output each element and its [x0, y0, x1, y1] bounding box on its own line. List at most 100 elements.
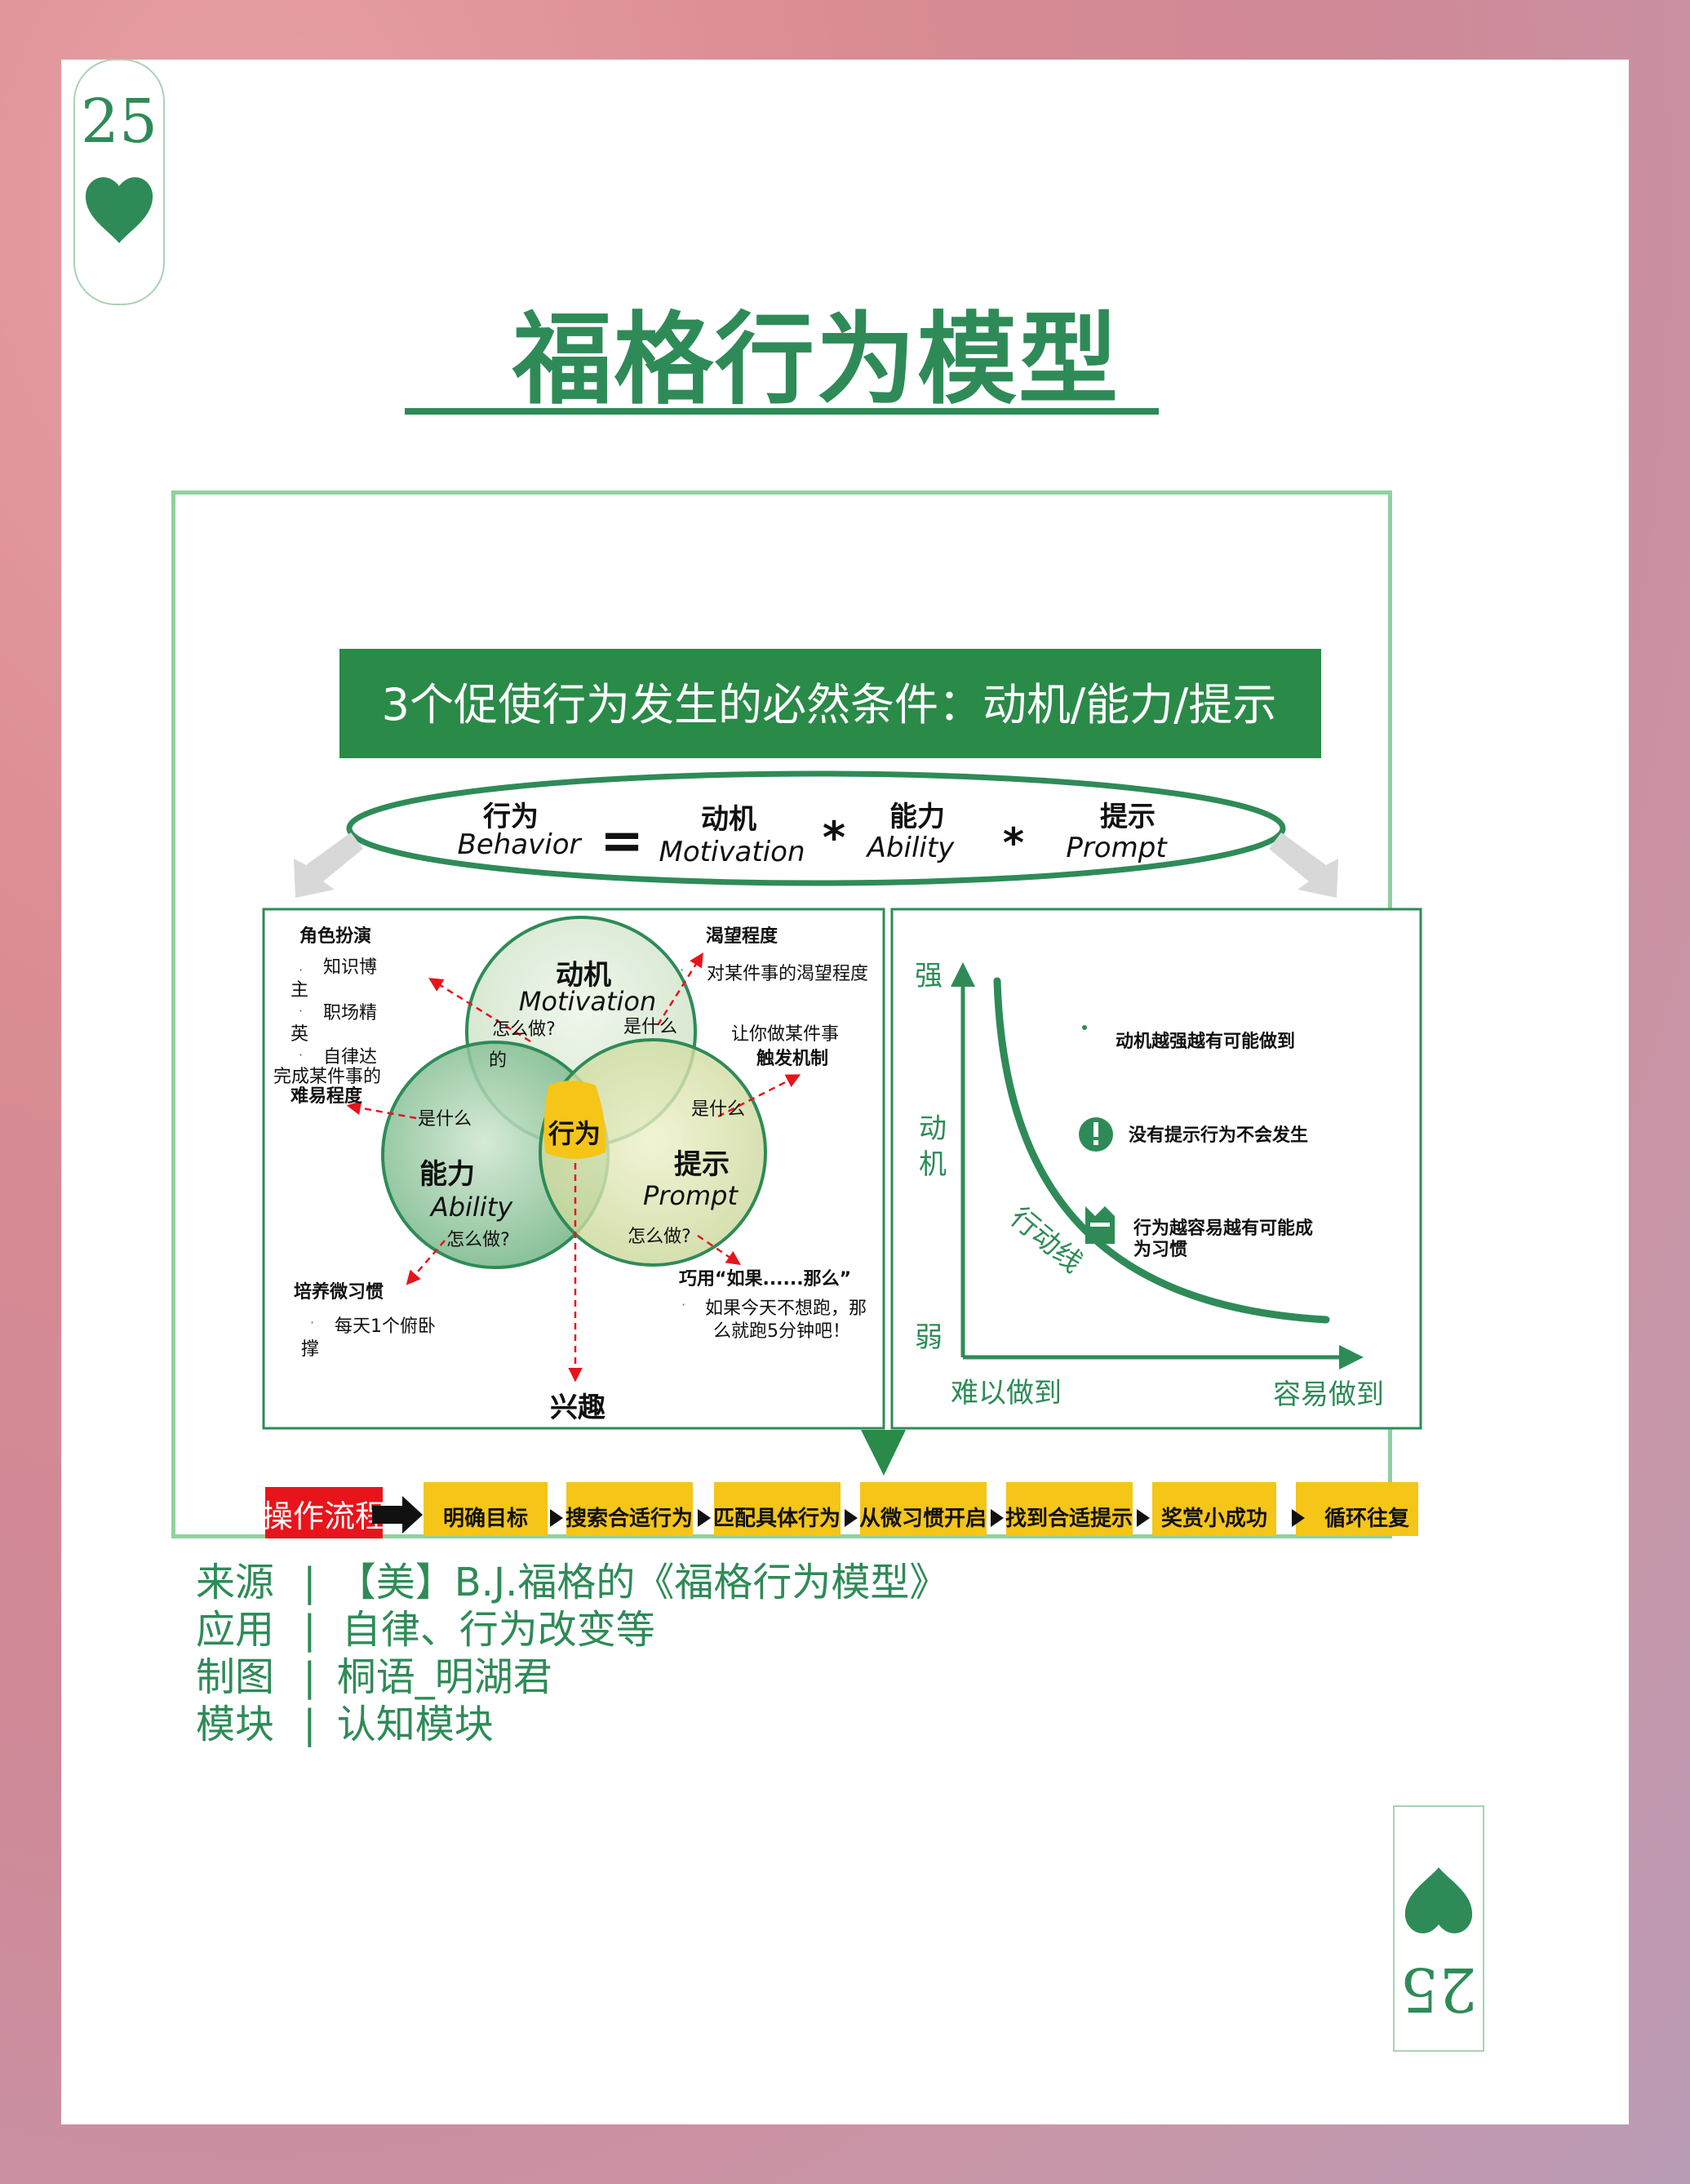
venn-ability-cn: 能力	[419, 1158, 475, 1191]
banner-text: 3个促使行为发生的必然条件：动机/能力/提示	[382, 679, 1277, 730]
exclamation-mark	[1093, 1122, 1098, 1137]
process-step-5: 找到合适提示	[1005, 1506, 1133, 1531]
venn-prompt-cn: 提示	[674, 1148, 730, 1181]
formula-times-1: *	[823, 812, 845, 863]
footer-apply-row: 应用 | 自律、行为改变等	[196, 1606, 948, 1654]
footer-apply-val: 自律、行为改变等	[341, 1607, 655, 1653]
note-ifthen-bullet: ·	[681, 1297, 685, 1312]
process-step-4-box	[860, 1482, 987, 1536]
formula-prompt-en: Prompt	[1066, 832, 1168, 864]
footer-source-val: 【美】B.J.福格的《福格行为模型》	[336, 1560, 949, 1605]
arrow-desire	[656, 952, 703, 1026]
heart-icon-bottom	[1404, 1862, 1474, 1941]
note-role-bullet-1: ·	[299, 962, 303, 978]
footer-maker-val: 桐语_明湖君	[336, 1654, 552, 1700]
process-step-6-box	[1152, 1482, 1276, 1536]
arrow-role	[428, 978, 531, 1043]
behavior-center	[543, 1081, 606, 1159]
process-start-arrow-icon	[372, 1496, 423, 1534]
footer-source-key: 来源	[196, 1560, 275, 1605]
venn-what-1: 是什么	[623, 1017, 677, 1037]
footer-sep: |	[303, 1702, 317, 1747]
note-difficulty-2: 难易程度	[290, 1085, 363, 1107]
note-habit-line-1: 每天1个俯卧	[335, 1316, 436, 1337]
down-arrow-icon	[861, 1430, 906, 1476]
process-steps: 明确目标 搜索合适行为 匹配具体行为 从微习惯开启 找到合适提示 奖赏小成功 循…	[424, 1482, 1418, 1536]
footer-module-row: 模块 | 认知模块	[196, 1701, 948, 1748]
note-desire-item: 对某件事的渴望程度	[707, 964, 868, 984]
note-role-item-1: 知识博	[323, 957, 377, 978]
process-step-3-box	[714, 1482, 841, 1536]
venn-of: 的	[489, 1050, 507, 1071]
corner-badge-top: 25	[73, 59, 165, 305]
note-difficulty-1: 完成某件事的	[273, 1067, 381, 1087]
formula-equals: =	[600, 811, 644, 872]
footer-apply-key: 应用	[196, 1607, 275, 1653]
footer-sep: |	[303, 1607, 317, 1653]
graph-motivation-2: 机	[919, 1148, 947, 1181]
arrow-trigger	[717, 1074, 801, 1118]
note-ifthen-1: 如果今天不想跑，那	[705, 1298, 867, 1319]
footer-module-val: 认知模块	[336, 1702, 494, 1747]
note-ifthen-2: 么就跑5分钟吧！	[713, 1321, 850, 1342]
note-ifthen-title: 巧用“如果......那么”	[679, 1269, 851, 1290]
venn-how-2: 怎么做?	[446, 1230, 510, 1250]
process-step-2: 搜索合适行为	[566, 1506, 693, 1531]
formula-motivation-cn: 动机	[701, 803, 756, 836]
title-underline	[405, 408, 1159, 415]
venn-interest: 兴趣	[550, 1392, 605, 1424]
step-arrow-icon-4	[991, 1509, 1004, 1527]
process-step-5-box	[1006, 1482, 1133, 1536]
footer-sep: |	[303, 1654, 317, 1700]
formula-ability-en: Ability	[866, 832, 956, 864]
note-habit-title: 培养微习惯	[294, 1281, 384, 1303]
process-step-1-box	[424, 1482, 548, 1536]
step-arrow-icon-6	[1292, 1509, 1305, 1527]
note-role-bullet-3: ·	[299, 1047, 303, 1063]
motivation-dot-icon	[1082, 1025, 1087, 1030]
venn-prompt-en: Prompt	[643, 1180, 739, 1211]
formula-motivation-en: Motivation	[659, 836, 805, 868]
venn-motivation-cn: 动机	[556, 959, 611, 992]
process-step-6: 奖赏小成功	[1161, 1506, 1267, 1531]
note-role-item-5: 自律达	[323, 1047, 377, 1068]
footer-maker-row: 制图 | 桐语_明湖君	[196, 1654, 948, 1701]
formula-times-2: *	[1003, 819, 1024, 867]
note-role-item-3: 职场精	[323, 1003, 377, 1023]
venn-what-3: 是什么	[691, 1099, 745, 1120]
step-arrow-icon-1	[550, 1509, 563, 1527]
process-step-4: 从微习惯开启	[859, 1506, 987, 1531]
formula-prompt-cn: 提示	[1100, 801, 1155, 833]
graph-point-3a: 行为越容易越有可能成	[1133, 1218, 1313, 1239]
action-curve	[993, 977, 1330, 1324]
process-step-3: 匹配具体行为	[713, 1506, 841, 1531]
process-step-1: 明确目标	[443, 1506, 528, 1531]
formula-ellipse	[346, 770, 1286, 886]
corner-badge-bottom: 25	[1393, 1805, 1484, 2052]
card-number: 25	[80, 87, 158, 157]
graph-panel	[890, 908, 1422, 1430]
banner-box	[339, 649, 1321, 758]
arrow-habit	[406, 1240, 446, 1285]
graph-weak: 弱	[915, 1321, 943, 1354]
process-label: 操作流程	[262, 1498, 386, 1534]
left-arrow-icon	[294, 832, 363, 898]
page-title: 福格行为模型	[512, 302, 1120, 418]
note-trigger-1: 让你做某件事	[731, 1024, 839, 1045]
footer-info: 来源 | 【美】B.J.福格的《福格行为模型》 应用 | 自律、行为改变等 制图…	[196, 1559, 948, 1748]
footer-source-row: 来源 | 【美】B.J.福格的《福格行为模型》	[196, 1559, 948, 1606]
venn-center-label: 行为	[548, 1118, 601, 1149]
footer-module-key: 模块	[196, 1702, 275, 1747]
graph-hard: 难以做到	[951, 1377, 1062, 1409]
step-arrow-icon-3	[845, 1509, 858, 1527]
step-arrow-icon-2	[698, 1509, 711, 1527]
formula-ability-cn: 能力	[889, 801, 945, 833]
arrow-ifthen	[697, 1234, 741, 1265]
graph-point-2: 没有提示行为不会发生	[1129, 1125, 1308, 1146]
footer-maker-key: 制图	[196, 1654, 275, 1700]
step-arrow-icon-5	[1137, 1509, 1150, 1527]
venn-how-3: 怎么做?	[628, 1227, 691, 1247]
habit-icon	[1085, 1206, 1115, 1244]
venn-what-2: 是什么	[418, 1109, 472, 1130]
